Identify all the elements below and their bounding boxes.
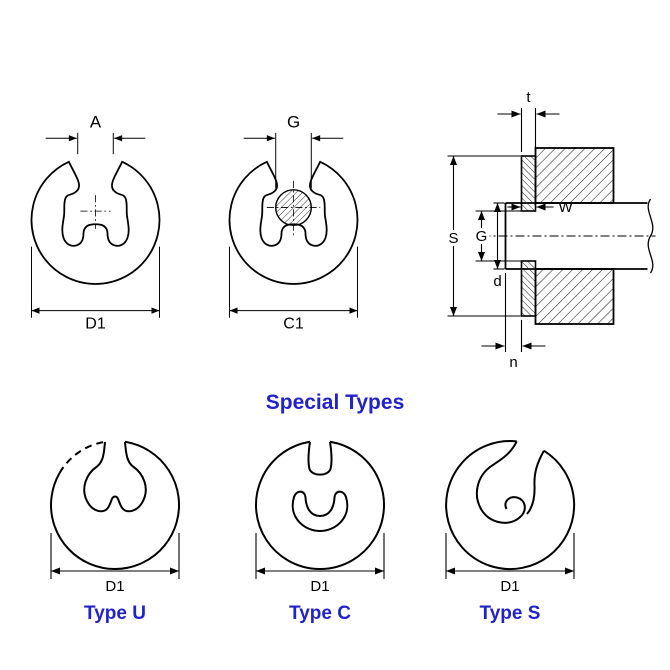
dimension-a xyxy=(45,132,146,155)
type-c-label: Type C xyxy=(289,603,351,624)
dim-label-d: d xyxy=(493,273,501,290)
dimension-c1 xyxy=(229,246,358,318)
dimension-d1-s xyxy=(445,533,575,579)
dim-label-d1-u: D1 xyxy=(105,578,124,595)
dimension-d1 xyxy=(31,246,160,318)
eclip-section xyxy=(520,155,537,317)
dim-label-g: G xyxy=(287,113,300,132)
type-c-diagram: D1 xyxy=(255,440,385,595)
dim-label-c1: C1 xyxy=(283,315,304,332)
eclip-outline xyxy=(228,160,359,285)
dimension-n xyxy=(481,273,546,352)
center-mark xyxy=(80,195,111,229)
dim-label-t: t xyxy=(526,89,531,106)
dim-label-s: S xyxy=(448,230,458,247)
dimension-d1-u xyxy=(50,533,180,579)
dim-label-d1: D1 xyxy=(85,315,106,332)
break-line xyxy=(647,198,654,274)
dim-label-d1-s: D1 xyxy=(500,578,519,595)
section-view-diagram: t S G d W n xyxy=(445,89,656,371)
dim-label-a: A xyxy=(90,113,102,132)
dimension-d1-c xyxy=(255,533,385,579)
special-types-heading: Special Types xyxy=(265,391,405,414)
type-u-label: Type U xyxy=(84,603,146,624)
eclip-outline xyxy=(30,160,161,285)
type-c-outline xyxy=(255,440,385,571)
dimension-t xyxy=(497,108,560,152)
dim-label-n: n xyxy=(509,354,517,371)
front-view-diagram: A D1 xyxy=(30,113,161,332)
dim-label-d1-c: D1 xyxy=(310,578,329,595)
type-u-outline xyxy=(50,440,180,571)
dim-label-w: W xyxy=(559,199,574,216)
label-chip-g xyxy=(473,228,490,244)
type-s-label: Type S xyxy=(479,603,541,624)
label-chip-s xyxy=(445,230,462,246)
type-s-diagram: D1 xyxy=(445,440,576,595)
type-u-diagram: D1 xyxy=(50,440,180,595)
dimension-d xyxy=(493,202,505,270)
dim-label-g2: G xyxy=(476,228,488,245)
type-s-outline xyxy=(445,440,576,571)
installed-view-diagram: G C1 xyxy=(228,113,359,332)
dimension-g xyxy=(243,132,344,188)
